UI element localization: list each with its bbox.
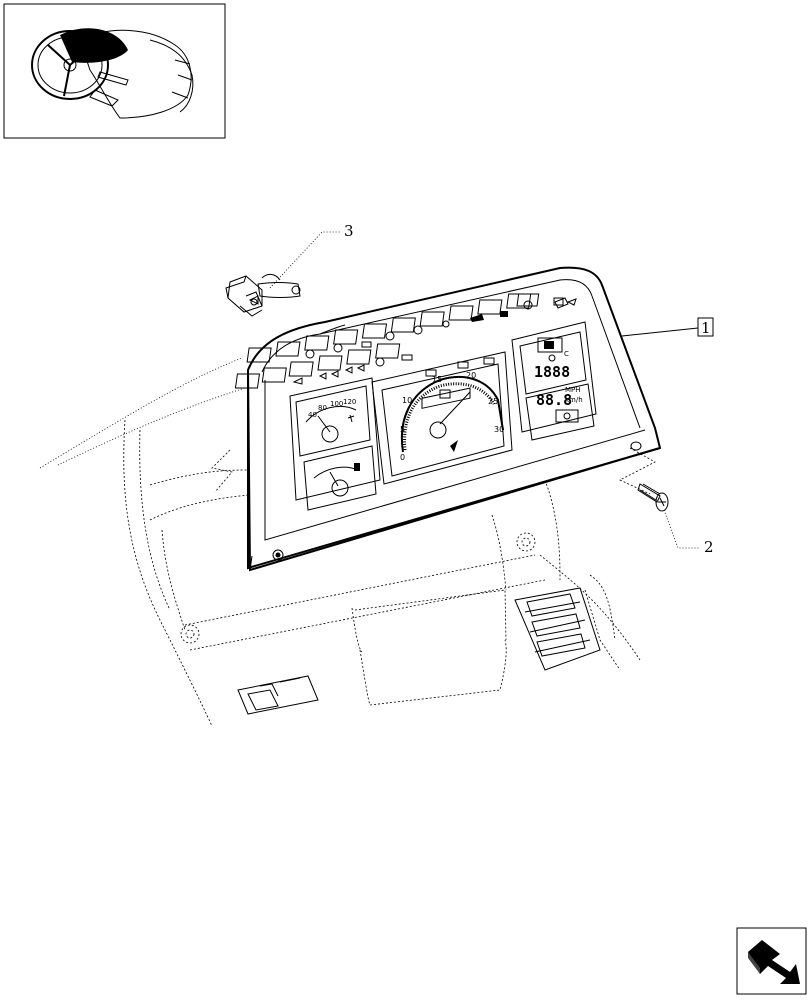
callout-1-box bbox=[697, 317, 714, 337]
temp-tick-2: 100 bbox=[330, 400, 343, 408]
speed-tick-15: 15 bbox=[432, 375, 442, 384]
warning-lights-lower bbox=[234, 293, 577, 389]
next-page-arrow-icon[interactable] bbox=[736, 927, 807, 995]
callout-3: 3 bbox=[344, 222, 354, 240]
temp-tick-0: 40 bbox=[308, 411, 317, 419]
connector-part-3 bbox=[225, 273, 301, 317]
temperature-gauge: 40 80 100 120 bbox=[305, 398, 356, 443]
unit-letter: C bbox=[564, 350, 569, 358]
speed-tick-5: 5 bbox=[400, 425, 405, 434]
fuel-pump-icon bbox=[354, 463, 360, 471]
callouts: 3 1 2 bbox=[269, 222, 714, 556]
callout-2: 2 bbox=[704, 538, 714, 556]
temp-tick-3: 120 bbox=[343, 398, 356, 406]
fuel-gauge bbox=[313, 463, 360, 497]
thumbnail-panel bbox=[3, 3, 226, 139]
unit-bottom: km/h bbox=[565, 396, 583, 404]
left-gauge-panel: 40 80 100 120 bbox=[289, 377, 381, 511]
screw-part-2 bbox=[619, 447, 669, 512]
upper-readout: 1888 bbox=[534, 363, 570, 381]
steering-wheel-dashboard-icon bbox=[31, 28, 194, 119]
tachometer-needle bbox=[439, 391, 471, 425]
speed-tick-10: 10 bbox=[402, 396, 412, 405]
temp-tick-1: 80 bbox=[318, 404, 327, 412]
tachometer: 0 5 10 15 20 25 30 bbox=[371, 351, 513, 485]
speed-tick-30: 30 bbox=[494, 425, 504, 434]
lower-readout: 88.8 bbox=[536, 391, 572, 409]
callout-1: 1 bbox=[701, 319, 711, 337]
instrument-cluster bbox=[246, 266, 662, 572]
speed-tick-25: 25 bbox=[488, 397, 498, 406]
unit-top: MPH bbox=[565, 386, 581, 394]
cab-outline bbox=[39, 357, 641, 727]
warning-lights-upper bbox=[246, 293, 564, 363]
speed-tick-20: 20 bbox=[466, 371, 476, 380]
digital-display-panel: 1888 C 88.8 MPH km/h bbox=[511, 321, 597, 441]
speed-tick-0: 0 bbox=[400, 453, 405, 462]
